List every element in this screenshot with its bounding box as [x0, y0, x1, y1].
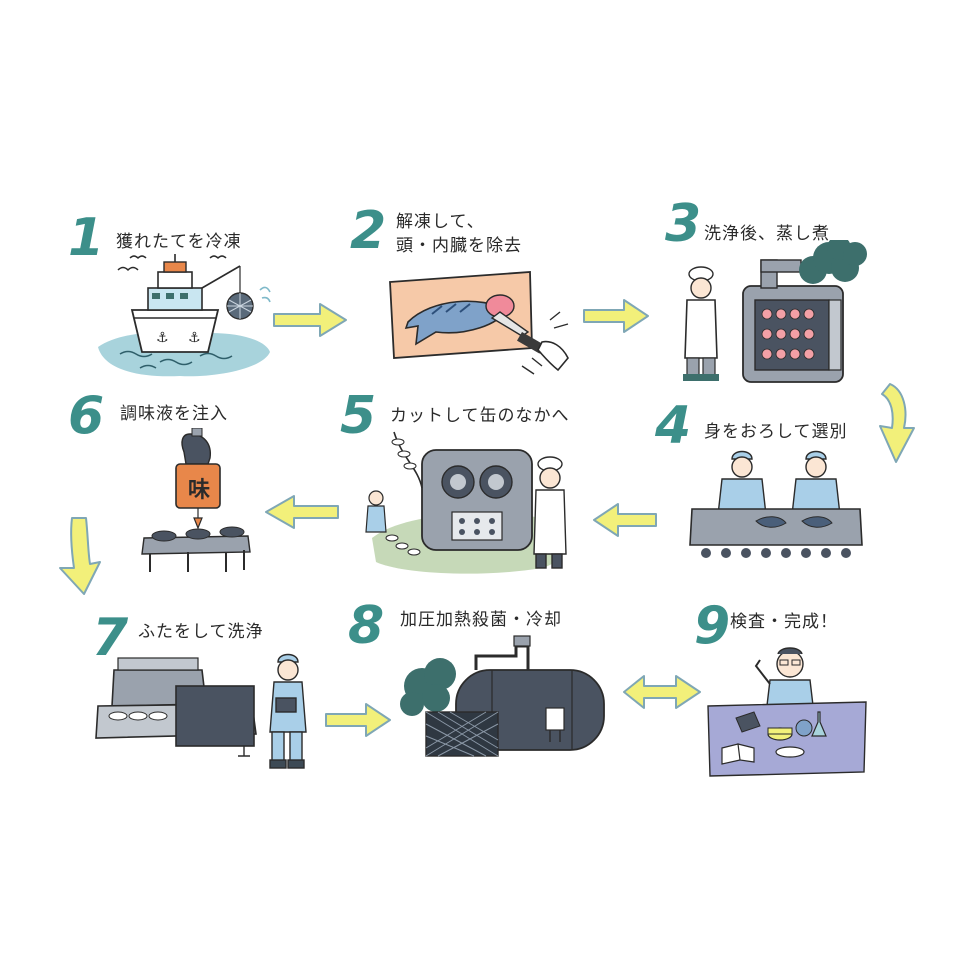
- step-5-number: 5: [340, 386, 377, 446]
- step-8-retort-illustration: [400, 635, 605, 757]
- step-7-seaming-illustration: [95, 653, 307, 769]
- step-1-label: 獲れたてを冷凍: [116, 232, 242, 252]
- step-3-label: 洗浄後、蒸し煮: [704, 224, 830, 244]
- step-1-fishing-boat-illustration: ⚓ ⚓: [98, 254, 271, 377]
- arrow-step5-to-step6: [265, 495, 339, 529]
- step-5-can-filling-illustration: [365, 431, 567, 574]
- step-5-label: カットして缶のなかへ: [390, 406, 570, 426]
- step-9-number: 9: [694, 596, 731, 656]
- arrow-step1-to-step2: [273, 303, 347, 337]
- step-7-number: 7: [92, 608, 129, 668]
- step-2-label-line2: 頭・内臓を除去: [396, 236, 522, 256]
- step-2-number: 2: [350, 201, 387, 261]
- step-2-label-line1: 解凍して、: [396, 212, 485, 232]
- arrow-step4-to-step5: [593, 503, 657, 537]
- step-2-fish-cutting-illustration: [389, 271, 569, 375]
- arrow-step3-to-step4: [879, 383, 915, 463]
- arrow-step2-to-step3: [583, 299, 649, 333]
- step-9-label: 検査・完成！: [730, 612, 838, 632]
- step-4-label: 身をおろして選別: [704, 422, 848, 442]
- step-6-number: 6: [68, 386, 105, 446]
- arrow-step7-to-step8: [325, 703, 391, 737]
- step-3-number: 3: [665, 194, 702, 254]
- seasoning-tank-label: 味: [187, 478, 210, 503]
- step-8-number: 8: [348, 596, 385, 656]
- step-7-label: ふたをして洗浄: [138, 622, 264, 642]
- step-4-number: 4: [655, 396, 692, 456]
- step-1-number: 1: [68, 208, 105, 268]
- step-6-seasoning-illustration: [141, 428, 251, 572]
- step-4-filleting-illustration: [689, 450, 863, 558]
- step-8-label: 加圧加熱殺菌・冷却: [400, 610, 562, 630]
- arrow-step6-to-step7: [59, 517, 101, 595]
- svg-text:⚓: ⚓: [188, 330, 201, 346]
- step-9-inspection-illustration: [707, 647, 867, 777]
- arrow-step8-to-step9: [623, 675, 701, 709]
- step-6-label: 調味液を注入: [120, 404, 228, 424]
- svg-text:⚓: ⚓: [156, 330, 169, 346]
- step-3-steamer-illustration: [683, 240, 867, 383]
